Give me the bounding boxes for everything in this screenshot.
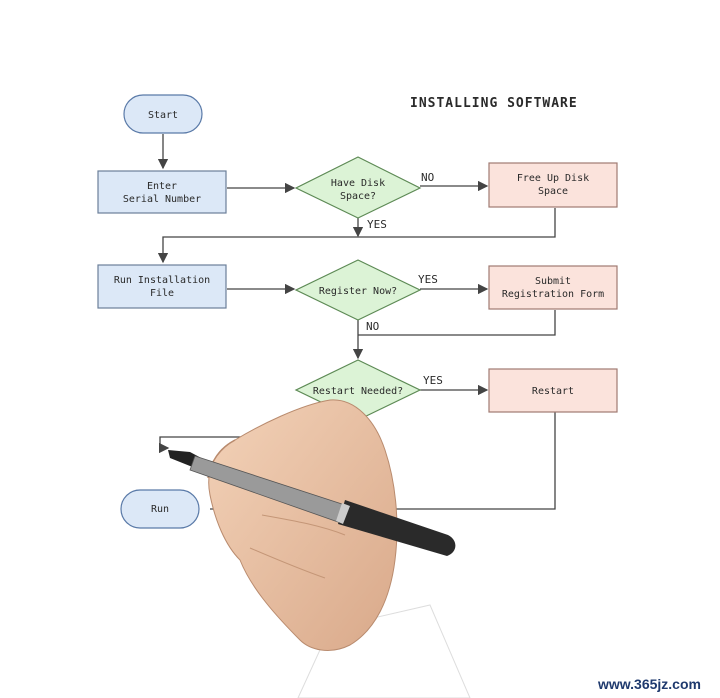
start-label: Start: [148, 110, 178, 121]
enter-serial-label-2: Serial Number: [123, 194, 201, 205]
hand-with-pen-illustration: [168, 399, 471, 698]
edge-label-restart-yes: YES: [423, 374, 443, 387]
start-terminal: Start: [123, 94, 203, 134]
restart-needed-label: Restart Needed?: [313, 386, 403, 397]
restart-label: Restart: [532, 386, 574, 397]
have-disk-label-2: Space?: [340, 191, 376, 202]
register-now-label: Register Now?: [319, 286, 397, 297]
pen-icon: [168, 450, 456, 556]
free-disk-label-2: Space: [538, 186, 568, 197]
diagram-title: INSTALLING SOFTWARE: [410, 96, 578, 111]
free-disk-label-1: Free Up Disk: [517, 173, 589, 184]
run-install-label-1: Run Installation: [114, 275, 210, 286]
run-install-label-2: File: [150, 288, 174, 299]
edge-label-disk-yes: YES: [367, 218, 387, 231]
have-disk-label-1: Have Disk: [331, 178, 385, 189]
submit-registration-process: Submit Registration Form: [488, 265, 618, 310]
run-label: Run: [151, 504, 169, 515]
free-disk-process: Free Up Disk Space: [488, 162, 618, 208]
enter-serial-process: Enter Serial Number: [97, 170, 227, 214]
submit-reg-label-1: Submit: [535, 276, 571, 287]
register-now-decision: Register Now?: [294, 259, 422, 321]
run-installation-process: Run Installation File: [97, 264, 227, 309]
restart-process: Restart: [488, 368, 618, 413]
submit-reg-label-2: Registration Form: [502, 289, 604, 300]
watermark: www.365jz.com: [597, 676, 701, 692]
run-terminal: Run: [120, 489, 200, 529]
enter-serial-label-1: Enter: [147, 181, 177, 192]
edge-label-register-yes: YES: [418, 273, 438, 286]
edge-label-disk-no: NO: [421, 171, 434, 184]
have-disk-decision: Have Disk Space?: [294, 156, 422, 219]
edge-label-register-no: NO: [366, 320, 379, 333]
